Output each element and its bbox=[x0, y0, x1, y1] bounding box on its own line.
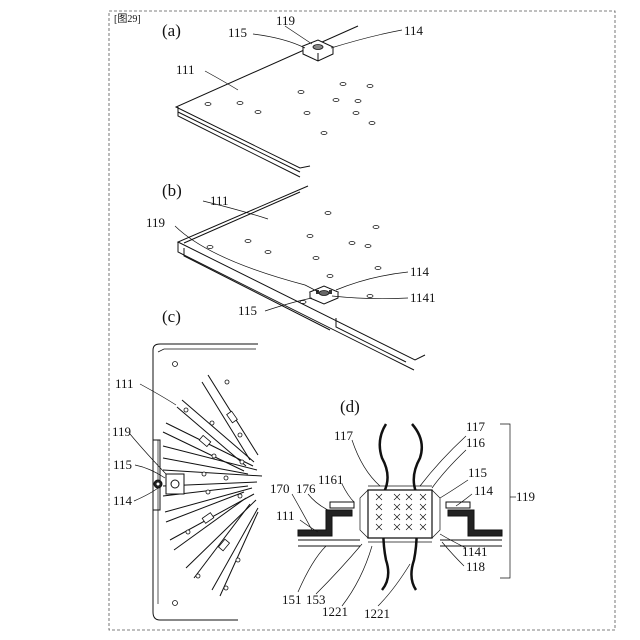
label-b-115: 115 bbox=[238, 303, 257, 318]
label-b-1141: 1141 bbox=[410, 290, 436, 305]
brace-119 bbox=[500, 424, 510, 578]
label-a-111: 111 bbox=[176, 62, 195, 77]
figure-number: [图29] bbox=[114, 13, 141, 25]
label-a-114: 114 bbox=[404, 23, 424, 38]
label-d-117-right: 117 bbox=[466, 419, 486, 434]
label-b-114: 114 bbox=[410, 264, 430, 279]
plate-b-holes bbox=[207, 212, 381, 304]
component-block-c bbox=[154, 474, 184, 494]
panel-a-label: (a) bbox=[162, 21, 181, 40]
panel-b: (b) bbox=[146, 181, 436, 370]
label-d-151: 151 bbox=[282, 592, 302, 607]
label-c-119: 119 bbox=[112, 424, 131, 439]
label-d-176: 176 bbox=[296, 481, 316, 496]
left-bracket bbox=[298, 502, 360, 546]
label-b-119: 119 bbox=[146, 215, 165, 230]
label-d-116: 116 bbox=[466, 435, 486, 450]
label-c-114: 114 bbox=[113, 493, 133, 508]
plate-b-step bbox=[336, 318, 406, 362]
plate-b-thickness bbox=[178, 242, 414, 370]
panel-a: (a) 119 bbox=[162, 13, 424, 177]
component-block-a bbox=[303, 40, 333, 61]
leader-a-114 bbox=[331, 30, 402, 48]
plate-a-edge bbox=[178, 112, 300, 172]
leader-c-111 bbox=[140, 384, 176, 405]
label-d-115: 115 bbox=[468, 465, 487, 480]
figure-border bbox=[109, 11, 615, 630]
label-c-115: 115 bbox=[113, 457, 132, 472]
plate-a-holes bbox=[205, 83, 375, 135]
leader-c-119 bbox=[130, 434, 166, 474]
panel-d-label: (d) bbox=[340, 397, 360, 416]
label-d-1141: 1141 bbox=[462, 544, 488, 559]
central-body bbox=[360, 486, 440, 542]
plate-b-edge-top bbox=[184, 192, 300, 243]
label-d-111: 111 bbox=[276, 508, 295, 523]
label-d-1221-right: 1221 bbox=[364, 606, 390, 621]
label-d-118: 118 bbox=[466, 559, 485, 574]
plate-b-outline bbox=[178, 186, 425, 360]
panel-b-label: (b) bbox=[162, 181, 182, 200]
leader-b-119 bbox=[175, 226, 318, 292]
label-d-170: 170 bbox=[270, 481, 290, 496]
housing-c-inner-top bbox=[158, 349, 256, 352]
leader-b-114 bbox=[336, 272, 408, 290]
component-block-b bbox=[310, 286, 338, 304]
label-c-111: 111 bbox=[115, 376, 134, 391]
housing-c-slot bbox=[153, 440, 160, 510]
label-d-117-left: 117 bbox=[334, 428, 354, 443]
label-d-1161: 1161 bbox=[318, 472, 344, 487]
label-a-119: 119 bbox=[276, 13, 295, 28]
label-d-114: 114 bbox=[474, 483, 494, 498]
label-d-119: 119 bbox=[516, 489, 535, 504]
leader-c-114 bbox=[134, 488, 158, 501]
label-b-111: 111 bbox=[210, 193, 229, 208]
label-a-115: 115 bbox=[228, 25, 247, 40]
panel-c-label: (c) bbox=[162, 307, 181, 326]
label-d-1221-left: 1221 bbox=[322, 604, 348, 619]
panel-d: (d) bbox=[270, 397, 535, 621]
panel-c: (c) bbox=[112, 307, 262, 620]
leader-a-115 bbox=[253, 34, 305, 48]
